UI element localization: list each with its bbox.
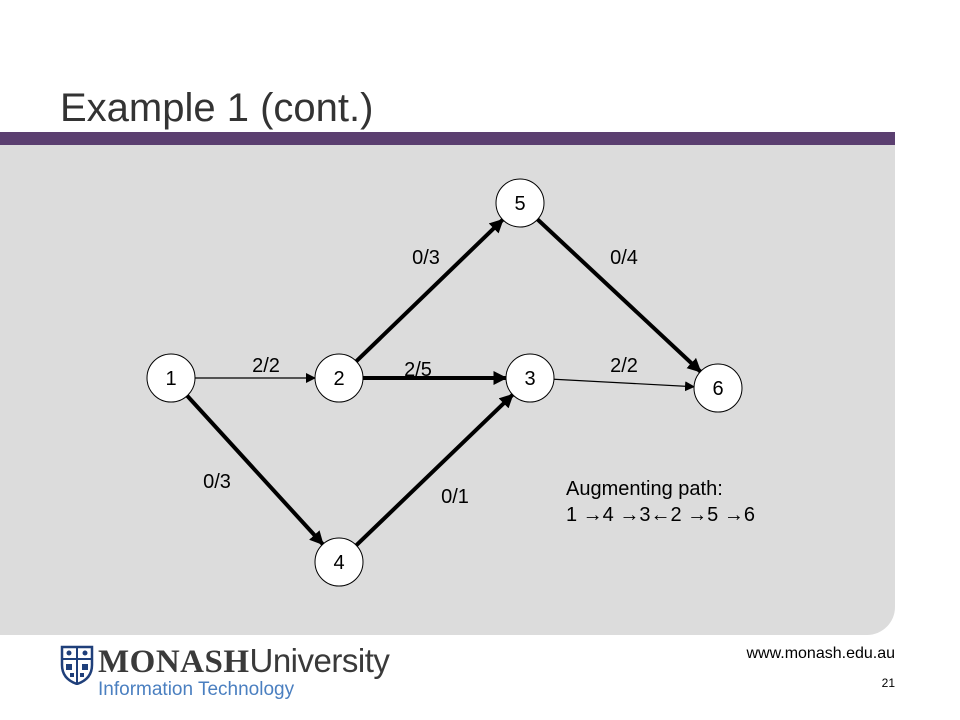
edge-label-3-6: 2/2 (610, 355, 638, 377)
edge-label-5-6: 0/4 (610, 247, 638, 269)
edge-1-4 (185, 394, 325, 546)
logo-name-bold: MONASH (98, 644, 250, 680)
content-panel (0, 145, 895, 635)
edge-label-1-2: 2/2 (252, 355, 280, 377)
node-3 (505, 353, 555, 403)
edge-3-6 (553, 378, 696, 392)
node-label-4: 4 (333, 552, 344, 574)
node-4 (314, 537, 364, 587)
augmenting-path-note: Augmenting path: 1 →4 →3←2 →5 →6 (566, 476, 755, 528)
node-6 (693, 363, 743, 413)
edge-label-4-3: 0/1 (441, 486, 469, 508)
title-accent-bar (0, 132, 895, 145)
logo-name-regular: University (249, 642, 390, 679)
edge-label-2-3: 2/5 (404, 359, 432, 381)
node-1 (146, 353, 196, 403)
logo-wordmark: MONASHUniversity (98, 642, 390, 681)
monash-crest-icon (60, 645, 94, 685)
node-2 (314, 353, 364, 403)
augmenting-path-heading: Augmenting path: (566, 478, 723, 500)
edge-label-1-4: 0/3 (203, 471, 231, 493)
page-number: 21 (881, 676, 895, 690)
node-label-3: 3 (524, 368, 535, 390)
edge-4-3 (354, 393, 515, 547)
logo-subtitle: Information Technology (98, 679, 295, 700)
node-label-2: 2 (333, 368, 344, 390)
edge-label-2-5: 0/3 (412, 247, 440, 269)
edge-2-5 (354, 218, 505, 363)
monash-logo: MONASHUniversity Information Technology (58, 643, 390, 703)
edge-5-6 (536, 217, 702, 374)
node-5 (495, 178, 545, 228)
node-label-1: 1 (165, 368, 176, 390)
node-label-6: 6 (712, 378, 723, 400)
node-label-5: 5 (514, 193, 525, 215)
slide-title: Example 1 (cont.) (60, 86, 374, 130)
website-url: www.monash.edu.au (746, 645, 895, 662)
augmenting-path-sequence: 1 →4 →3←2 →5 →6 (566, 504, 755, 526)
